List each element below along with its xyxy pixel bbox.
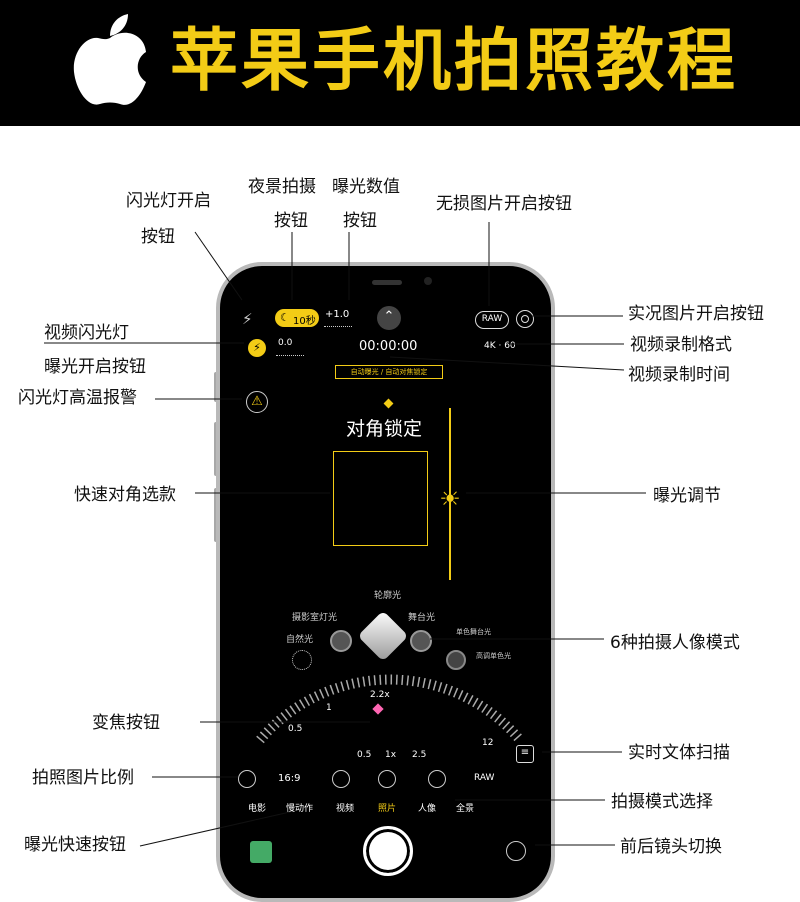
annotation-exposure-quick: 曝光快速按钮 — [24, 835, 126, 855]
live-photo-icon[interactable] — [516, 310, 534, 328]
annotation-live: 实况图片开启按钮 — [628, 304, 764, 324]
annotation-flash-2: 按钮 — [141, 227, 175, 247]
annotation-record-time: 视频录制时间 — [628, 365, 730, 385]
annotation-ratio: 拍照图片比例 — [32, 768, 134, 788]
exposure-small-scale — [276, 352, 304, 356]
zoom-level-05[interactable]: 0.5 — [357, 750, 372, 760]
zoom-level-25[interactable]: 2.5 — [412, 750, 427, 760]
phone-speaker — [372, 280, 402, 285]
annotation-flash: 闪光灯开启 — [126, 191, 211, 211]
sun-icon[interactable]: ☀ — [439, 485, 461, 513]
exposure-value-scale — [324, 323, 352, 327]
apple-logo-icon — [73, 14, 146, 105]
header-banner: 苹果手机拍照教程 — [0, 0, 800, 126]
lock-label: 对角锁定 — [346, 418, 423, 440]
annotation-flash-warning: 闪光灯高温报警 — [18, 388, 137, 408]
raw-button[interactable]: RAW — [475, 311, 509, 329]
night-mode-button[interactable]: ☾ 10秒 — [275, 309, 319, 327]
text-scan-icon[interactable]: ≡ — [516, 745, 534, 763]
dial-left-label: 0.5 — [288, 724, 303, 734]
phone-screen: ⚡︎ ☾ 10秒 +1.0 ⌃ RAW ⚡︎ 0.0 00:00:00 4K ·… — [216, 262, 555, 902]
video-format-label[interactable]: 4K · 60 — [484, 341, 516, 351]
shutter-button[interactable] — [363, 826, 413, 876]
portrait-left-label: 自然光 — [286, 635, 314, 645]
annotation-zoom-button: 变焦按钮 — [92, 713, 160, 733]
annotation-exposure-value: 曝光数值 — [332, 177, 400, 197]
ratio-label[interactable]: 16:9 — [278, 773, 301, 784]
annotation-exposure-adjust: 曝光调节 — [653, 486, 721, 506]
annotation-exposure-value-2: 按钮 — [343, 211, 377, 231]
portrait-left-top-label: 摄影室灯光 — [292, 613, 338, 623]
mode-item-photo[interactable]: 照片 — [378, 804, 397, 814]
timer-icon[interactable] — [332, 770, 350, 788]
portrait-natural-light-button[interactable] — [292, 650, 312, 670]
flash-icon[interactable]: ⚡︎ — [242, 310, 253, 328]
portrait-right-a-label: 单色舞台光 — [456, 628, 491, 636]
flash-warning-icon[interactable]: ⚠ — [246, 391, 268, 413]
mode-item-cinematic[interactable]: 电影 — [248, 804, 267, 814]
video-flash-icon[interactable]: ⚡︎ — [248, 339, 266, 357]
annotation-night: 夜景拍摄 — [248, 177, 316, 197]
mode-item-pano[interactable]: 全景 — [456, 804, 475, 814]
thumbnail[interactable] — [250, 841, 272, 863]
exposure-slider-track[interactable] — [449, 408, 451, 580]
annotation-text-scan: 实时文体扫描 — [628, 743, 730, 763]
phone-front-camera — [424, 277, 432, 285]
annotation-video-flash: 视频闪光灯 — [44, 323, 129, 343]
moon-icon: ☾ — [280, 311, 290, 324]
portrait-studio-light-button[interactable] — [330, 630, 352, 652]
portrait-stage-mono-button[interactable] — [446, 650, 466, 670]
exposure-quick-icon[interactable] — [238, 770, 256, 788]
zoom-level-1x[interactable]: 1x — [385, 750, 397, 760]
record-timer: 00:00:00 — [359, 339, 418, 354]
dial-right-label: 12 — [482, 738, 494, 748]
lens-switch-icon[interactable] — [506, 841, 526, 861]
annotation-lens-switch: 前后镜头切换 — [620, 837, 722, 857]
raw-toggle-label[interactable]: RAW — [474, 773, 495, 783]
mode-item-video[interactable]: 视频 — [336, 804, 355, 814]
live-toggle-icon[interactable] — [378, 770, 396, 788]
annotation-mode-select: 拍摄模式选择 — [611, 792, 713, 812]
exposure-small-readout[interactable]: 0.0 — [278, 338, 293, 348]
filter-icon[interactable] — [428, 770, 446, 788]
zoom-dial[interactable] — [220, 266, 551, 776]
annotation-portrait-modes: 6种拍摄人像模式 — [610, 633, 740, 653]
zoom-current-label: 2.2x — [370, 690, 390, 700]
annotation-video-format: 视频录制格式 — [630, 335, 732, 355]
mode-item-slomo[interactable]: 慢动作 — [286, 804, 314, 814]
page-title: 苹果手机拍照教程 — [170, 22, 739, 101]
exposure-value-readout[interactable]: +1.0 — [325, 309, 350, 320]
portrait-stage-light-button[interactable] — [410, 630, 432, 652]
mode-item-portrait[interactable]: 人像 — [418, 804, 437, 814]
focus-box[interactable] — [333, 451, 428, 546]
night-badge-label: 10秒 — [293, 316, 316, 327]
lock-banner: 自动曝光 / 自动对焦锁定 — [335, 365, 443, 379]
portrait-right-top-label: 舞台光 — [408, 613, 436, 623]
annotation-raw: 无损图片开启按钮 — [436, 194, 572, 214]
annotation-exposure-on: 曝光开启按钮 — [44, 357, 146, 377]
annotation-night-2: 按钮 — [274, 211, 308, 231]
controls-toggle-chevron-icon[interactable]: ⌃ — [377, 306, 401, 330]
dial-mid-label: 1 — [326, 703, 332, 713]
portrait-right-b-label: 高调单色光 — [476, 652, 511, 660]
portrait-top-label: 轮廓光 — [374, 591, 402, 601]
annotation-diag-select: 快速对角选款 — [74, 485, 176, 505]
